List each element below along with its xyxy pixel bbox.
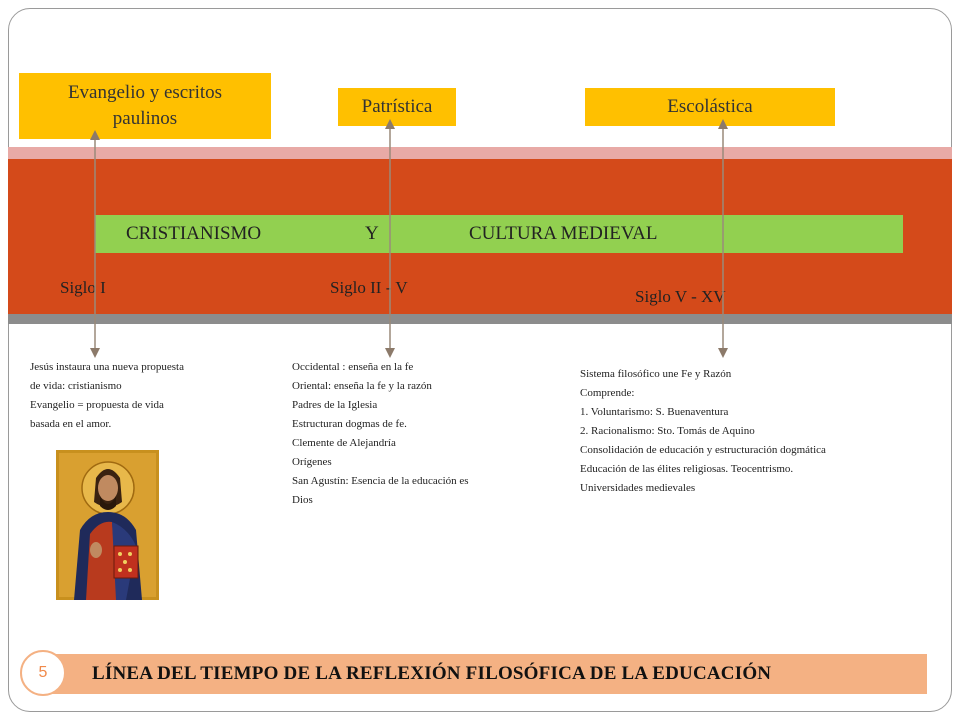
desc2-line: Padres de la Iglesia [292, 399, 378, 411]
banner-word-cristianismo: CRISTIANISMO [126, 223, 262, 244]
banner-bar: CRISTIANISMO Y CULTURA MEDIEVAL [95, 215, 903, 253]
description-siglo-5-15: Sistema filosófico une Fe y Razón Compre… [580, 365, 826, 498]
timeline-band-bottom [8, 314, 952, 324]
box-escolastica: Escolástica [585, 88, 835, 126]
banner-word-cultura: CULTURA MEDIEVAL [469, 223, 658, 244]
christ-icon-image [56, 450, 159, 600]
banner-word-y: Y [365, 223, 379, 244]
desc3-line: 2. Racionalismo: Sto. Tomás de Aquino [580, 425, 755, 437]
desc2-line: San Agustín: Esencia de la educación es [292, 475, 469, 487]
desc2-line: Oriental: enseña la fe y la razón [292, 380, 432, 392]
timeline-band-top [8, 147, 952, 159]
desc2-line: Clemente de Alejandría [292, 437, 396, 449]
desc1-line: de vida: cristianismo [30, 380, 122, 392]
desc1-line: Jesús instaura una nueva propuesta [30, 361, 184, 373]
description-siglo-2-5: Occidental : enseña en la fe Oriental: e… [292, 358, 469, 510]
slide-title: LÍNEA DEL TIEMPO DE LA REFLEXIÓN FILOSÓF… [92, 663, 772, 684]
page-number: 5 [20, 650, 66, 696]
desc3-line: Comprende: [580, 387, 635, 399]
desc1-line: Evangelio = propuesta de vida [30, 399, 164, 411]
footer-bar [36, 654, 927, 694]
desc3-line: Educación de las élites religiosas. Teoc… [580, 463, 794, 475]
desc1-line: basada en el amor. [30, 418, 112, 430]
description-siglo-1: Jesús instaura una nueva propuesta de vi… [30, 358, 184, 434]
box-patristica-label: Patrística [361, 96, 433, 117]
desc2-line: Occidental : enseña en la fe [292, 361, 414, 373]
box-evangelio: Evangelio y escritos paulinos [19, 73, 271, 139]
box-escolastica-label: Escolástica [667, 96, 753, 117]
desc3-line: Consolidación de educación y estructurac… [580, 444, 826, 456]
period-siglo-5-15: Siglo V - XV [635, 287, 726, 306]
box-patristica: Patrística [338, 88, 456, 126]
desc3-line: Universidades medievales [580, 482, 696, 494]
desc3-line: Sistema filosófico une Fe y Razón [580, 368, 732, 380]
desc2-line: Dios [292, 494, 313, 506]
desc2-line: Estructuran dogmas de fe. [292, 418, 407, 430]
desc2-line: Orígenes [292, 456, 332, 468]
desc3-line: 1. Voluntarismo: S. Buenaventura [580, 406, 729, 418]
box-evangelio-label: Evangelio y escritos paulinos [67, 82, 223, 129]
